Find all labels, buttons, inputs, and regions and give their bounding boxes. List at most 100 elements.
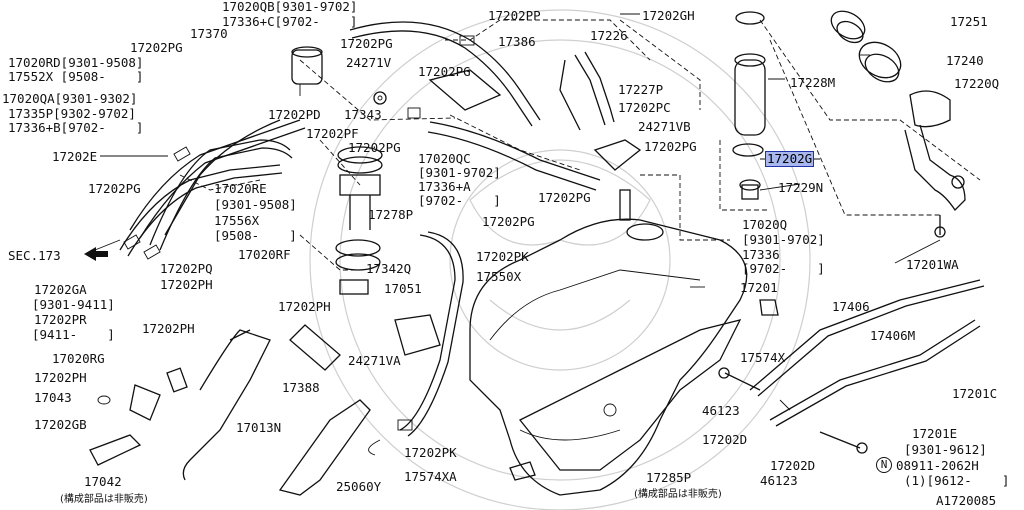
fuel-tank-17201 <box>469 189 748 496</box>
label-25060Y[interactable]: 25060Y <box>336 479 382 494</box>
label-17020RG[interactable]: 17020RG <box>52 351 105 366</box>
label-17020QB[interactable]: 17020QB[9301-9702] <box>222 0 358 14</box>
label-17202G-selected[interactable]: 17202G <box>764 151 815 167</box>
label-17201WA[interactable]: 17201WA <box>906 257 959 272</box>
hose-17550X <box>368 231 464 456</box>
label-17251[interactable]: 17251 <box>950 14 988 29</box>
lower-left-parts <box>89 329 271 481</box>
label-17285P[interactable]: 17285P <box>646 470 692 485</box>
label-17202PG-b[interactable]: 17202PG <box>88 181 141 196</box>
n-circle-icon: N <box>876 457 892 473</box>
label-17202E[interactable]: 17202E <box>52 149 98 164</box>
vent-hose-bundle <box>119 119 306 260</box>
label-17336C[interactable]: 17336+C[9702- ] <box>222 14 358 29</box>
label-17013N[interactable]: 17013N <box>236 420 282 435</box>
label-17202PR[interactable]: 17202PR <box>34 312 87 327</box>
label-17386[interactable]: 17386 <box>498 34 536 49</box>
label-17342Q[interactable]: 17342Q <box>366 261 412 276</box>
label-9702-b: [9702- ] <box>742 261 825 276</box>
label-46123-a[interactable]: 46123 <box>702 403 740 418</box>
label-17020RE[interactable]: 17020RE <box>214 181 267 196</box>
label-17020RD[interactable]: 17020RD[9301-9508] <box>8 55 144 70</box>
label-17043[interactable]: 17043 <box>34 390 72 405</box>
label-17550X[interactable]: 17550X <box>476 269 522 284</box>
label-24271V[interactable]: 24271V <box>346 55 392 70</box>
label-17574X[interactable]: 17574X <box>740 350 786 365</box>
label-17202PH-b[interactable]: 17202PH <box>34 370 87 385</box>
label-17370[interactable]: 17370 <box>190 26 228 41</box>
label-note-not-sold-2: (構成部品は非販売) <box>634 489 722 500</box>
label-17574XA[interactable]: 17574XA <box>404 469 457 484</box>
label-17202PF[interactable]: 17202PF <box>306 126 359 141</box>
label-17406M[interactable]: 17406M <box>870 328 916 343</box>
label-17343[interactable]: 17343 <box>344 107 382 122</box>
label-17202PK-b[interactable]: 17202PK <box>404 445 457 460</box>
label-17202PG-h[interactable]: 17202PG <box>482 214 535 229</box>
label-17020QC[interactable]: 17020QC <box>418 151 471 166</box>
label-17202PG-a[interactable]: 17202PG <box>130 40 183 55</box>
label-17202GB[interactable]: 17202GB <box>34 417 87 432</box>
label-17201E[interactable]: 17201E <box>912 426 958 441</box>
bolts-46123 <box>718 367 868 454</box>
label-17240[interactable]: 17240 <box>946 53 984 68</box>
lower-middle-parts <box>278 314 536 496</box>
label-17552X[interactable]: 17552X [9508- ] <box>8 69 144 84</box>
label-17202PG-f[interactable]: 17202PG <box>644 139 697 154</box>
diagram-id: A1720085 <box>936 493 997 508</box>
label-sec-173[interactable]: SEC.173 <box>8 248 61 263</box>
label-17202PQ[interactable]: 17202PQ <box>160 261 213 276</box>
tube-17227P <box>559 51 615 131</box>
label-17227P[interactable]: 17227P <box>618 82 664 97</box>
label-17051[interactable]: 17051 <box>384 281 422 296</box>
label-17335P[interactable]: 17335P[9302-9702] <box>8 106 136 121</box>
label-17201[interactable]: 17201 <box>740 280 778 295</box>
label-17202PP[interactable]: 17202PP <box>488 8 541 23</box>
label-17278P[interactable]: 17278P <box>368 207 414 222</box>
label-17202PG-d[interactable]: 17202PG <box>418 64 471 79</box>
bracket-17574X <box>759 299 779 316</box>
label-17202D-a[interactable]: 17202D <box>702 432 748 447</box>
label-17020QA[interactable]: 17020QA[9301-9302] <box>2 91 138 106</box>
label-17556X[interactable]: 17556X <box>214 213 260 228</box>
label-17201C[interactable]: 17201C <box>952 386 998 401</box>
label-17202PG-e[interactable]: 17202PG <box>348 140 401 155</box>
label-9411: [9411- ] <box>32 327 115 342</box>
label-17226[interactable]: 17226 <box>590 28 628 43</box>
label-17388[interactable]: 17388 <box>282 380 320 395</box>
label-17336A[interactable]: 17336+A <box>418 179 471 194</box>
heat-shield-17285P <box>518 319 742 471</box>
hose-17020QB <box>349 21 541 127</box>
filler-cap-parts <box>830 10 902 83</box>
label-17202PG-c[interactable]: 17202PG <box>340 36 393 51</box>
watermark-emblem <box>309 9 811 510</box>
label-17202PH-c[interactable]: 17202PH <box>160 277 213 292</box>
label-9301-9508: [9301-9508] <box>214 197 297 212</box>
label-17020RF[interactable]: 17020RF <box>238 247 291 262</box>
label-17336B[interactable]: 17336+B[9702- ] <box>8 120 144 135</box>
label-17220Q[interactable]: 17220Q <box>954 76 1000 91</box>
label-24271VB[interactable]: 24271VB <box>638 119 691 134</box>
label-08911-2062H[interactable]: 08911-2062H <box>896 458 979 473</box>
label-17202PG-g[interactable]: 17202PG <box>538 190 591 205</box>
label-17202PH-a[interactable]: 17202PH <box>142 321 195 336</box>
label-17202PD[interactable]: 17202PD <box>268 107 321 122</box>
label-46123-b[interactable]: 46123 <box>760 473 798 488</box>
label-17229N[interactable]: 17229N <box>778 180 824 195</box>
harness-24271VB <box>593 139 642 171</box>
label-17042[interactable]: 17042 <box>84 474 122 489</box>
label-24271VA[interactable]: 24271VA <box>348 353 401 368</box>
label-17020Q[interactable]: 17020Q <box>742 217 788 232</box>
label-17202PK-a[interactable]: 17202PK <box>476 249 529 264</box>
label-17202GH[interactable]: 17202GH <box>642 8 695 23</box>
label-17228M[interactable]: 17228M <box>790 75 836 90</box>
label-17406[interactable]: 17406 <box>832 299 870 314</box>
label-17202PC[interactable]: 17202PC <box>618 100 671 115</box>
label-17202D-b[interactable]: 17202D <box>770 458 816 473</box>
label-17336[interactable]: 17336 <box>742 247 780 262</box>
label-9301-9702-b: [9301-9702] <box>742 232 825 247</box>
canister-17370 <box>291 46 323 96</box>
label-17202GA[interactable]: 17202GA <box>34 282 87 297</box>
label-17202PH-d[interactable]: 17202PH <box>278 299 331 314</box>
